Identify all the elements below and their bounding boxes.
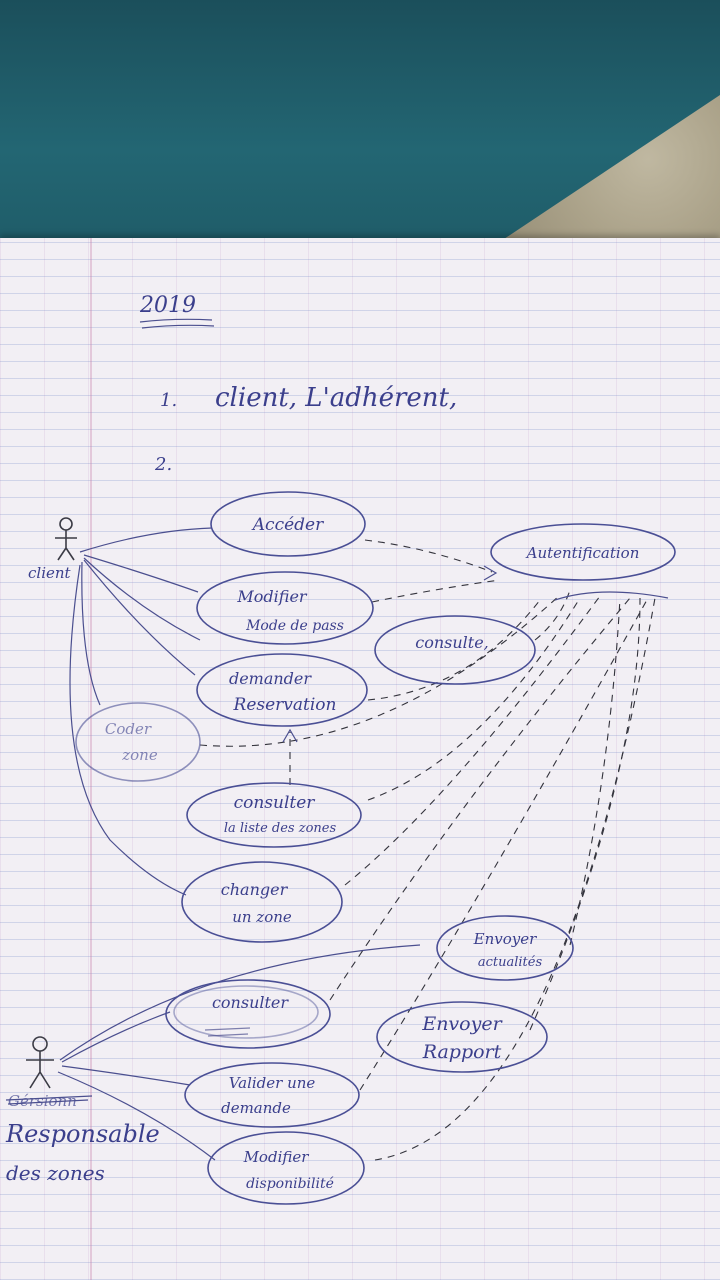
svg-text:consulter: consulter [212, 993, 289, 1012]
svg-text:Envoyer: Envoyer [473, 930, 537, 948]
svg-text:Mode de pass: Mode de pass [245, 618, 344, 634]
svg-text:la liste des zones: la liste des zones [224, 821, 337, 836]
client-associations [69, 527, 213, 896]
svg-text:Reservation: Reservation [233, 695, 337, 715]
responsable-label-line1: Responsable [5, 1120, 160, 1148]
crossed-out-word: Gérsionn [8, 1092, 77, 1110]
use-case-coder-zone: Coder zone [75, 702, 201, 782]
use-case-demander-reservation: demander Reservation [196, 653, 368, 727]
item-2-number: 2. [154, 454, 172, 475]
svg-text:changer: changer [221, 880, 289, 899]
svg-text:demande: demande [221, 1099, 291, 1117]
item-1-number: 1. [160, 390, 177, 411]
svg-text:Modifier: Modifier [236, 587, 308, 606]
include-relations [199, 539, 669, 1161]
margin-line [90, 238, 92, 1280]
svg-text:Modifier: Modifier [243, 1148, 310, 1166]
svg-text:actualités: actualités [478, 955, 543, 970]
use-case-authentification: Autentification [490, 523, 676, 581]
client-actor [55, 517, 77, 561]
item-1-text: client, L'adhérent, [215, 383, 457, 413]
svg-text:zone: zone [121, 746, 158, 764]
year-heading: 2019 [139, 293, 196, 318]
use-case-envoyer-actualites: Envoyer actualités [436, 915, 574, 981]
use-case-consulter-responsable: consulter [165, 979, 331, 1049]
svg-text:demander: demander [229, 669, 312, 688]
responsable-actor [26, 1036, 54, 1089]
use-case-consulte: consulte, [374, 615, 536, 685]
use-case-modifier-mot-de-passe: Modifier Mode de pass [196, 571, 374, 645]
svg-text:Autentification: Autentification [525, 544, 640, 562]
svg-text:Envoyer: Envoyer [421, 1013, 503, 1035]
use-case-envoyer-rapport: Envoyer Rapport [376, 1001, 548, 1073]
use-case-changer-zone: changer un zone [181, 861, 343, 943]
svg-text:Valider une: Valider une [229, 1074, 316, 1092]
use-case-acceder: Accéder [210, 491, 366, 557]
responsable-label-line2: des zones [6, 1161, 105, 1185]
year-underline [139, 318, 215, 329]
svg-text:consulte,: consulte, [415, 633, 489, 652]
client-label: client [28, 564, 72, 582]
svg-text:consulter: consulter [234, 793, 316, 813]
svg-text:Rapport: Rapport [422, 1041, 502, 1063]
use-case-modifier-disponibilite: Modifier disponibilité [207, 1131, 365, 1205]
use-case-valider-demande: Valider une demande [184, 1062, 360, 1128]
strike-through [5, 1095, 93, 1105]
use-case-consulter-liste-zones: consulter la liste des zones [186, 782, 362, 848]
notebook-page [0, 238, 720, 1280]
svg-text:un zone: un zone [232, 908, 292, 926]
svg-text:Coder: Coder [105, 720, 152, 738]
svg-text:disponibilité: disponibilité [246, 1176, 334, 1192]
svg-text:Accéder: Accéder [251, 515, 324, 535]
